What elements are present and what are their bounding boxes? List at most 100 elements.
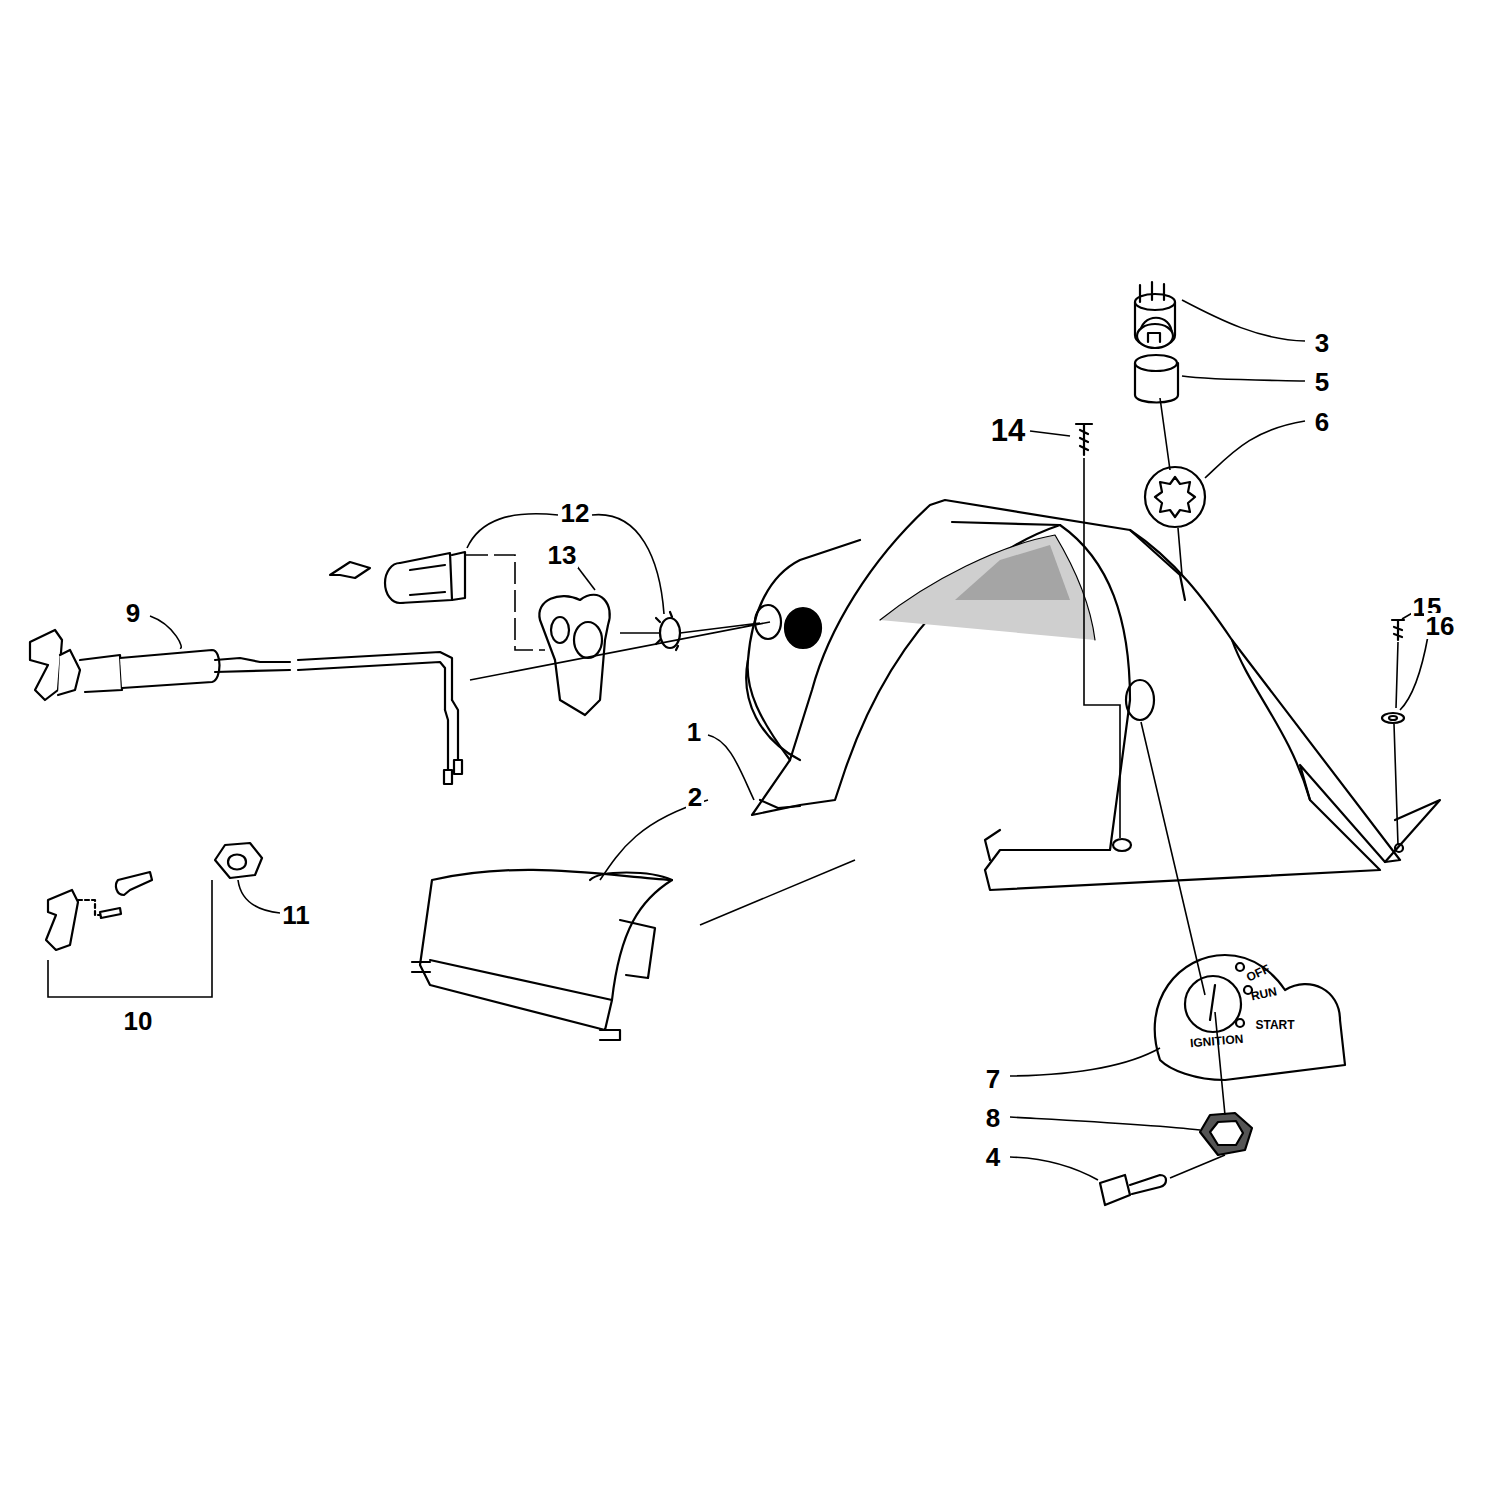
callout-number: 7 — [984, 1066, 1002, 1092]
drawing-stroke — [1382, 713, 1404, 723]
drawing-stroke — [410, 565, 445, 595]
drawing-stroke — [746, 660, 800, 760]
drawing-stroke — [120, 650, 220, 688]
drawing-stroke — [1130, 1175, 1166, 1194]
drawing-stroke — [1100, 1175, 1130, 1205]
drawing-stroke — [576, 565, 595, 590]
drawing-stroke — [150, 616, 181, 648]
callout-number: 3 — [1313, 330, 1331, 356]
drawing-stroke — [420, 870, 672, 1030]
drawing-stroke — [444, 770, 452, 784]
callout-number: 4 — [984, 1144, 1002, 1170]
drawing-stroke — [452, 552, 465, 600]
drawing-stroke — [574, 622, 602, 658]
drawing-stroke — [748, 540, 860, 760]
drawing-stroke — [955, 545, 1070, 600]
callout-number: 5 — [1313, 369, 1331, 395]
drawing-stroke — [952, 522, 1060, 525]
drawing-stroke — [412, 962, 430, 972]
drawing-stroke — [760, 800, 800, 808]
drawing-stroke — [454, 760, 462, 774]
callout-number: 1 — [685, 719, 703, 745]
drawing-stroke — [467, 514, 558, 548]
callout-number: 8 — [984, 1105, 1002, 1131]
drawing-stroke — [1010, 1157, 1098, 1180]
drawing-stroke — [1210, 1121, 1243, 1145]
drawing-stroke — [1236, 1019, 1244, 1027]
drawing-stroke — [400, 553, 452, 603]
callout-number: 12 — [559, 500, 592, 526]
drawing-stroke — [1130, 530, 1185, 600]
callout-number: 11 — [280, 902, 312, 928]
drawing-stroke — [620, 920, 655, 978]
drawing-stroke — [1030, 431, 1070, 436]
drawing-stroke — [1148, 333, 1160, 342]
callout-number: 14 — [989, 415, 1027, 446]
drawing-stroke — [1400, 636, 1428, 710]
drawing-stroke — [1232, 640, 1310, 800]
switch-legend-text: IGNITION — [1190, 1033, 1244, 1050]
drawing-stroke — [1140, 282, 1164, 302]
drawing-stroke — [600, 1030, 620, 1040]
leader-lines — [48, 300, 1428, 1180]
drawing-stroke — [880, 535, 1095, 640]
drawing-stroke — [708, 735, 754, 800]
drawing-stroke — [1141, 722, 1225, 1115]
drawing-stroke — [1182, 300, 1305, 341]
callout-number: 2 — [686, 784, 704, 810]
drawing-stroke — [1084, 458, 1120, 838]
drawing-stroke — [1394, 642, 1398, 845]
drawing-stroke — [30, 630, 62, 700]
callout-number: 10 — [122, 1008, 155, 1034]
drawing-stroke — [700, 860, 855, 925]
switch-legend-text: OFF — [1245, 962, 1272, 983]
drawing-stroke — [1185, 976, 1241, 1032]
switch-legend-text: RUN — [1250, 985, 1278, 1002]
drawing-stroke — [1076, 424, 1092, 455]
drawing-stroke — [785, 608, 821, 648]
drawing-stroke — [116, 872, 152, 895]
drawing-stroke — [1385, 800, 1440, 862]
drawing-stroke — [46, 890, 78, 950]
exploded-view — [30, 282, 1440, 1205]
drawing-stroke — [1155, 955, 1345, 1080]
drawing-stroke — [430, 960, 612, 1000]
callout-number: 13 — [546, 542, 579, 568]
drawing-stroke — [1210, 985, 1215, 1020]
drawing-stroke — [752, 500, 1400, 890]
drawing-stroke — [1155, 477, 1195, 517]
drawing-stroke — [330, 562, 370, 578]
drawing-stroke — [48, 880, 212, 997]
callout-number: 16 — [1424, 613, 1457, 639]
drawing-stroke — [228, 855, 246, 870]
drawing-stroke — [100, 908, 121, 918]
drawing-stroke — [1010, 1117, 1200, 1130]
drawing-stroke — [1126, 680, 1154, 720]
callout-number: 9 — [124, 600, 142, 626]
drawing-stroke — [466, 555, 545, 650]
switch-legend-text: START — [1255, 1019, 1294, 1031]
drawing-stroke — [1160, 398, 1182, 575]
drawing-stroke — [1389, 716, 1397, 720]
drawing-stroke — [78, 900, 100, 915]
drawing-stroke — [1392, 620, 1404, 640]
drawing-stroke — [80, 655, 122, 692]
drawing-stroke — [985, 830, 1000, 860]
drawing-stroke — [215, 658, 290, 672]
drawing-stroke — [551, 617, 569, 643]
drawing-stroke — [1236, 963, 1244, 971]
callout-number: 6 — [1313, 409, 1331, 435]
drawing-stroke — [215, 843, 262, 878]
drawing-stroke — [238, 880, 280, 913]
drawing-stroke — [1113, 839, 1131, 851]
drawing-stroke — [1137, 324, 1173, 348]
drawing-stroke — [58, 650, 80, 695]
drawing-stroke — [1395, 844, 1403, 852]
drawing-stroke — [592, 515, 664, 614]
drawing-stroke — [1135, 355, 1177, 371]
drawing-stroke — [656, 612, 678, 650]
drawing-stroke — [600, 800, 708, 880]
drawing-stroke — [1205, 421, 1305, 478]
